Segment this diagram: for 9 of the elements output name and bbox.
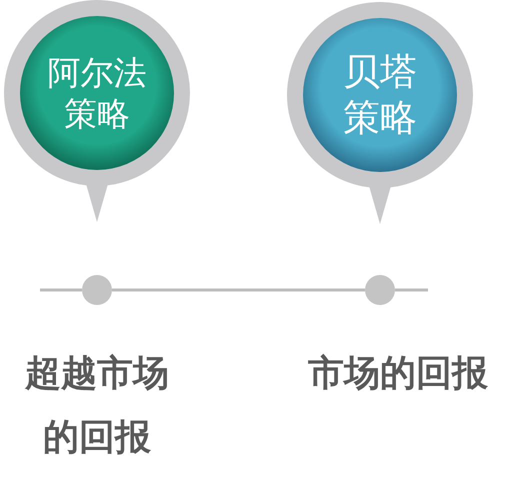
dot-caption: 市场的回报 [307, 352, 489, 396]
pin-marker [3, 0, 191, 224]
pin-label: 贝塔策略 [342, 49, 418, 141]
timeline-dot [82, 275, 112, 305]
timeline-dot [365, 275, 395, 305]
pin-marker [286, 2, 474, 226]
connector-line [112, 288, 365, 292]
pin-label: 阿尔法策略 [46, 52, 148, 134]
dot-caption: 超越市场的回报 [24, 352, 170, 460]
